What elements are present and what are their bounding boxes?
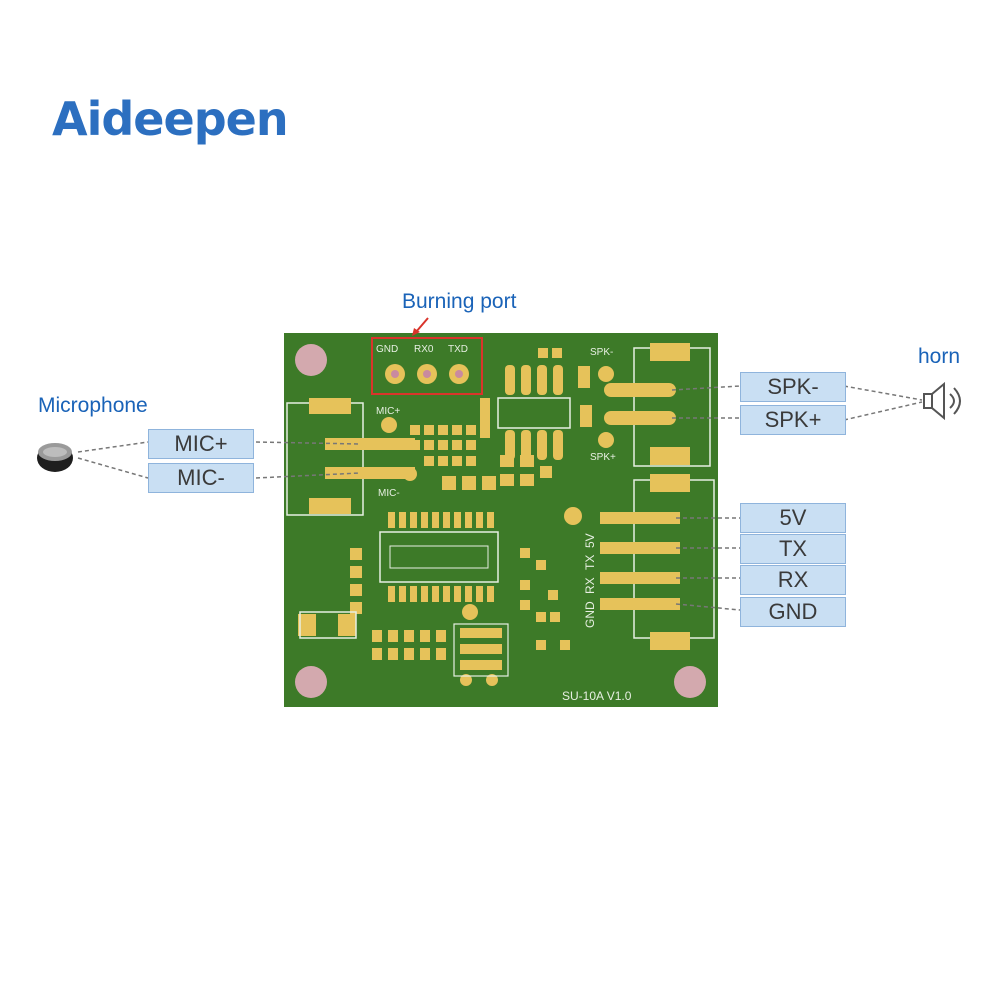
- burning-port-label: Burning port: [402, 290, 517, 313]
- horn-icon: [923, 381, 961, 421]
- mount-hole: [295, 344, 327, 376]
- pin-label-mic-minus: MIC-: [148, 463, 254, 493]
- main-ic: [379, 512, 499, 602]
- brand-logo: Aideepen: [52, 92, 289, 146]
- silk-rx: RX: [583, 577, 597, 594]
- pin-label-spk-plus: SPK+: [740, 405, 846, 435]
- silk-gnd2: GND: [583, 601, 597, 628]
- silk-spk-plus: SPK+: [590, 452, 616, 463]
- passive-components: [298, 548, 570, 686]
- burning-port-arrow: [415, 317, 429, 333]
- capacitor-outline: [299, 611, 357, 639]
- silk-spk-minus: SPK-: [590, 347, 613, 358]
- speaker-connector: SPK- SPK+: [580, 343, 711, 467]
- silk-power-header: GND RX TX 5V: [583, 533, 597, 628]
- pin-label-text: 5V: [779, 505, 807, 530]
- mount-hole: [295, 666, 327, 698]
- silk-txd: TXD: [448, 344, 468, 355]
- pin-label-tx: TX: [740, 534, 846, 564]
- pin-label-text: MIC-: [177, 465, 225, 490]
- pin-label-mic-plus: MIC+: [148, 429, 254, 459]
- pin-label-rx: RX: [740, 565, 846, 595]
- pin-label-text: GND: [768, 599, 818, 624]
- silk-gnd: GND: [376, 344, 398, 355]
- silk-rx0: RX0: [414, 344, 434, 355]
- pin-label-text: MIC+: [174, 431, 228, 456]
- connection-lines: [77, 385, 923, 611]
- pin-label-5v: 5V: [740, 503, 846, 533]
- microphone-label: Microphone: [38, 394, 148, 417]
- power-uart-connector: [564, 474, 715, 650]
- silk-version: SU-10A V1.0: [562, 689, 632, 703]
- regulator-outline: [453, 623, 509, 677]
- burning-port-header: GND RX0 TXD: [371, 337, 483, 395]
- mount-hole: [674, 666, 706, 698]
- horn-label: horn: [918, 345, 961, 368]
- smd-pad-cluster: [378, 398, 552, 490]
- microphone-icon: [37, 443, 73, 472]
- pin-label-spk-minus: SPK-: [740, 372, 846, 402]
- pin-label-text: SPK+: [764, 407, 822, 432]
- mounting-holes: [295, 344, 706, 698]
- pin-label-text: RX: [777, 567, 809, 592]
- silk-mic-minus: MIC-: [378, 488, 400, 499]
- amplifier-chip-area: [505, 348, 590, 460]
- mic-connector: MIC+ MIC-: [286, 398, 415, 516]
- silk-mic-plus: MIC+: [376, 406, 400, 417]
- pin-label-text: SPK-: [767, 374, 819, 399]
- pin-label-gnd: GND: [740, 597, 846, 627]
- pin-label-text: TX: [778, 536, 808, 561]
- logo-text: Aideepen: [52, 92, 289, 146]
- arrow-head: [412, 328, 420, 336]
- silk-tx: TX: [583, 555, 597, 570]
- chip-outline: [497, 397, 571, 429]
- silk-5v: 5V: [583, 533, 597, 548]
